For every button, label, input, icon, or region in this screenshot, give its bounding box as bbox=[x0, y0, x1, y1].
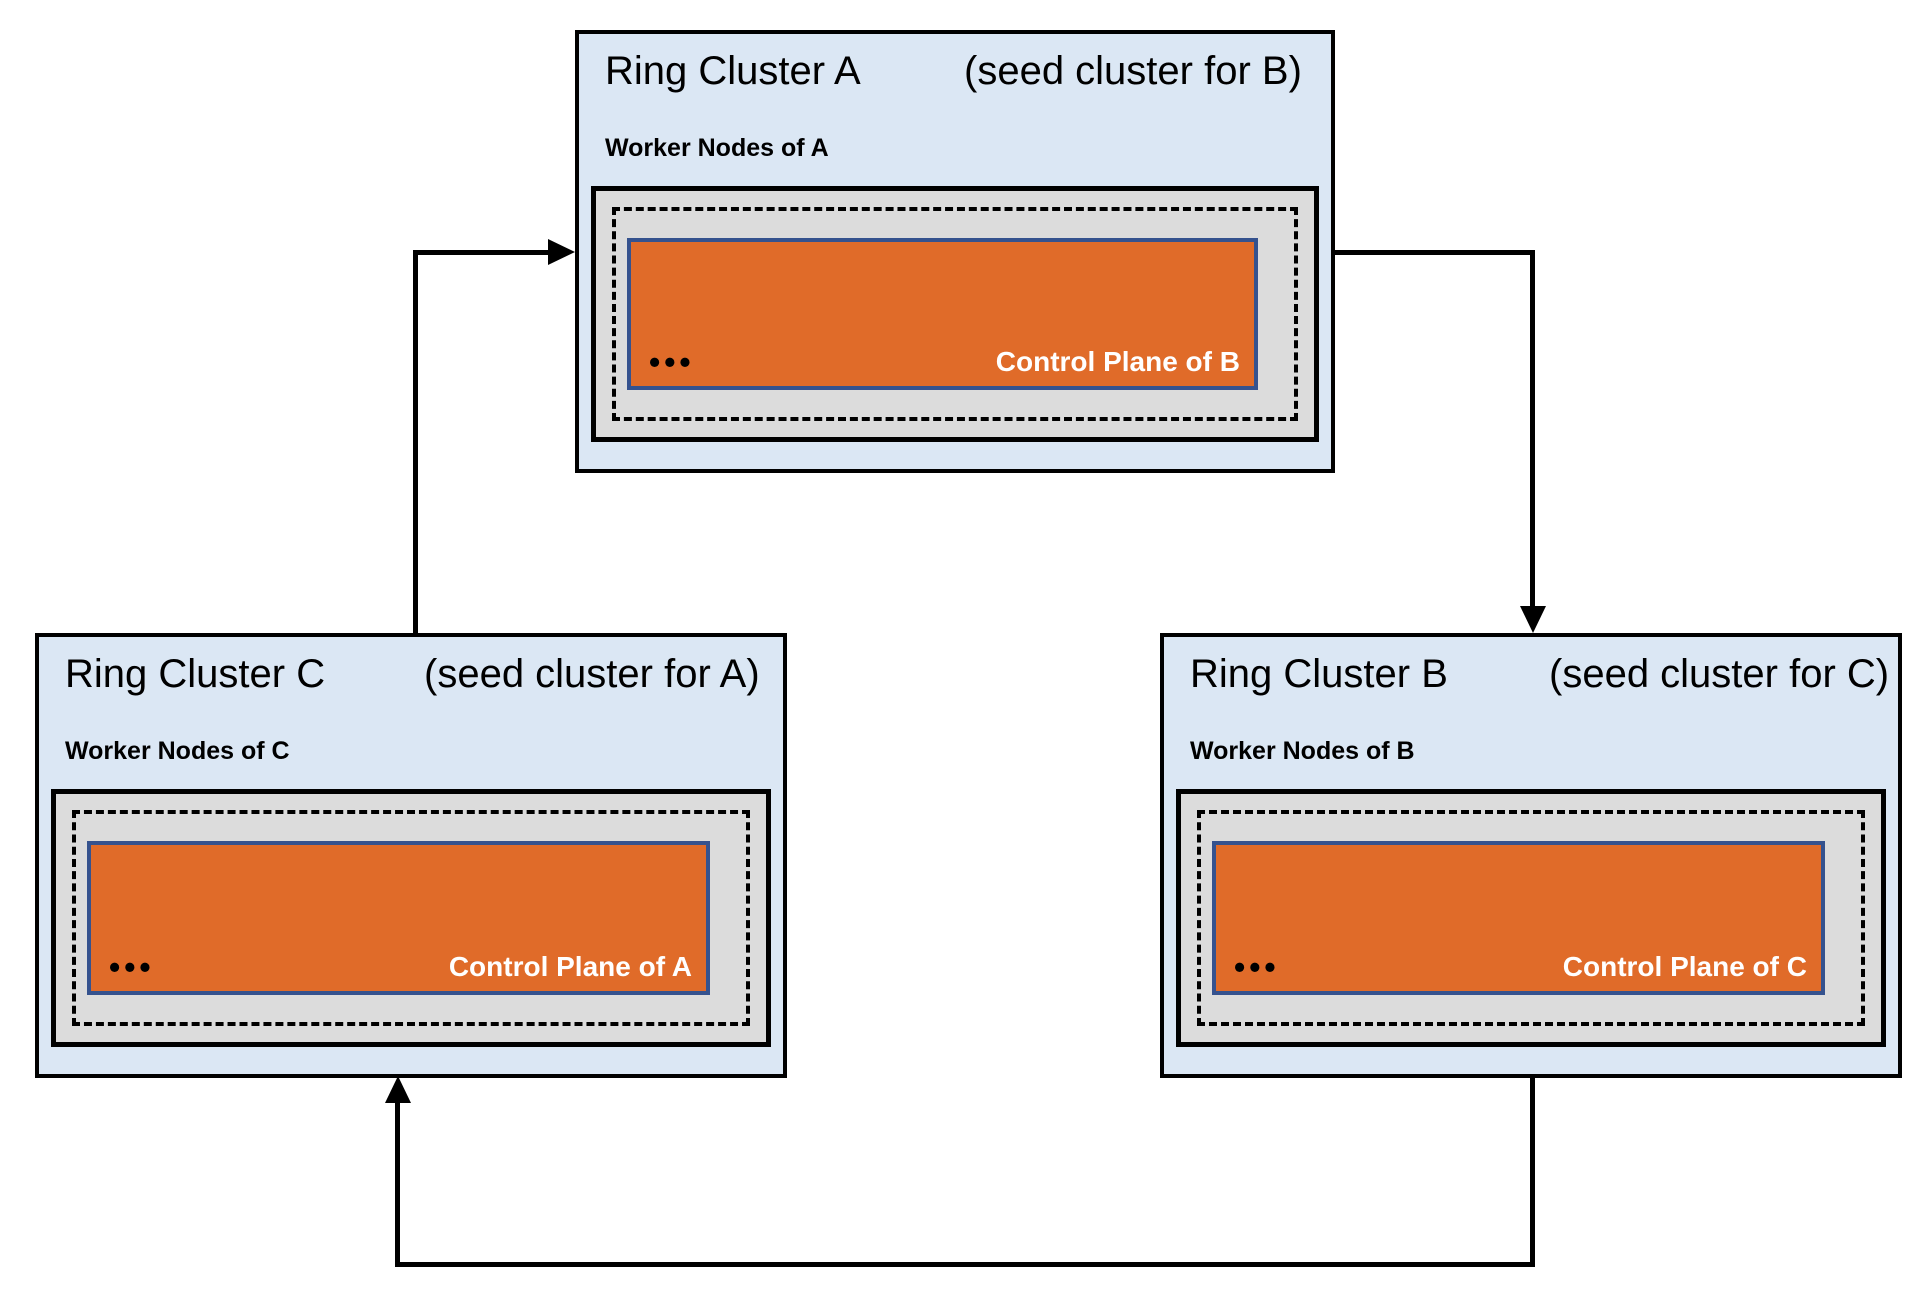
cluster-b-dashed-boundary: ••• Control Plane of C bbox=[1197, 810, 1865, 1026]
cluster-b-worker-nodes-label: Worker Nodes of B bbox=[1190, 737, 1415, 765]
ellipsis-dots-icon: ••• bbox=[649, 344, 695, 380]
cluster-a-dashed-boundary: ••• Control Plane of B bbox=[612, 207, 1298, 421]
arrow-b-to-c-horizontal-segment bbox=[395, 1262, 1535, 1267]
ellipsis-dots-icon: ••• bbox=[109, 949, 155, 985]
arrowhead-up-icon bbox=[385, 1076, 411, 1103]
arrow-a-to-b-horizontal-segment bbox=[1331, 250, 1535, 255]
cluster-c-title: Ring Cluster C bbox=[65, 652, 326, 696]
arrow-b-to-c-vertical-segment-to-c bbox=[395, 1098, 400, 1267]
cluster-b-worker-nodes-box: ••• Control Plane of C bbox=[1176, 789, 1886, 1047]
arrow-c-to-a-vertical-segment bbox=[413, 250, 418, 635]
arrow-c-to-a-horizontal-segment bbox=[413, 250, 549, 255]
cluster-a-box: Ring Cluster A (seed cluster for B) Work… bbox=[575, 30, 1335, 473]
cluster-a-worker-nodes-label: Worker Nodes of A bbox=[605, 134, 829, 162]
cluster-a-control-plane-box: ••• Control Plane of B bbox=[627, 238, 1258, 390]
cluster-a-title: Ring Cluster A bbox=[605, 49, 861, 93]
cluster-a-worker-nodes-box: ••• Control Plane of B bbox=[591, 186, 1319, 442]
cluster-c-control-plane-box: ••• Control Plane of A bbox=[87, 841, 710, 995]
cluster-c-control-plane-label: Control Plane of A bbox=[448, 951, 692, 983]
cluster-b-box: Ring Cluster B (seed cluster for C) Work… bbox=[1160, 633, 1902, 1078]
cluster-b-title: Ring Cluster B bbox=[1190, 652, 1448, 696]
cluster-c-seed-note: (seed cluster for A) bbox=[424, 652, 760, 696]
ellipsis-dots-icon: ••• bbox=[1234, 949, 1280, 985]
arrowhead-right-icon bbox=[548, 239, 575, 265]
cluster-b-control-plane-label: Control Plane of C bbox=[1562, 951, 1807, 983]
cluster-b-control-plane-box: ••• Control Plane of C bbox=[1212, 841, 1825, 995]
cluster-b-seed-note: (seed cluster for C) bbox=[1549, 652, 1890, 696]
cluster-a-control-plane-label: Control Plane of B bbox=[995, 346, 1240, 378]
cluster-c-box: Ring Cluster C (seed cluster for A) Work… bbox=[35, 633, 787, 1078]
cluster-c-dashed-boundary: ••• Control Plane of A bbox=[72, 810, 750, 1026]
cluster-c-worker-nodes-label: Worker Nodes of C bbox=[65, 737, 290, 765]
arrow-a-to-b-vertical-segment bbox=[1530, 250, 1535, 610]
arrow-b-to-c-vertical-segment-from-b bbox=[1530, 1074, 1535, 1267]
cluster-a-seed-note: (seed cluster for B) bbox=[964, 49, 1302, 93]
arrowhead-down-icon bbox=[1520, 606, 1546, 633]
cluster-c-worker-nodes-box: ••• Control Plane of A bbox=[51, 789, 771, 1047]
